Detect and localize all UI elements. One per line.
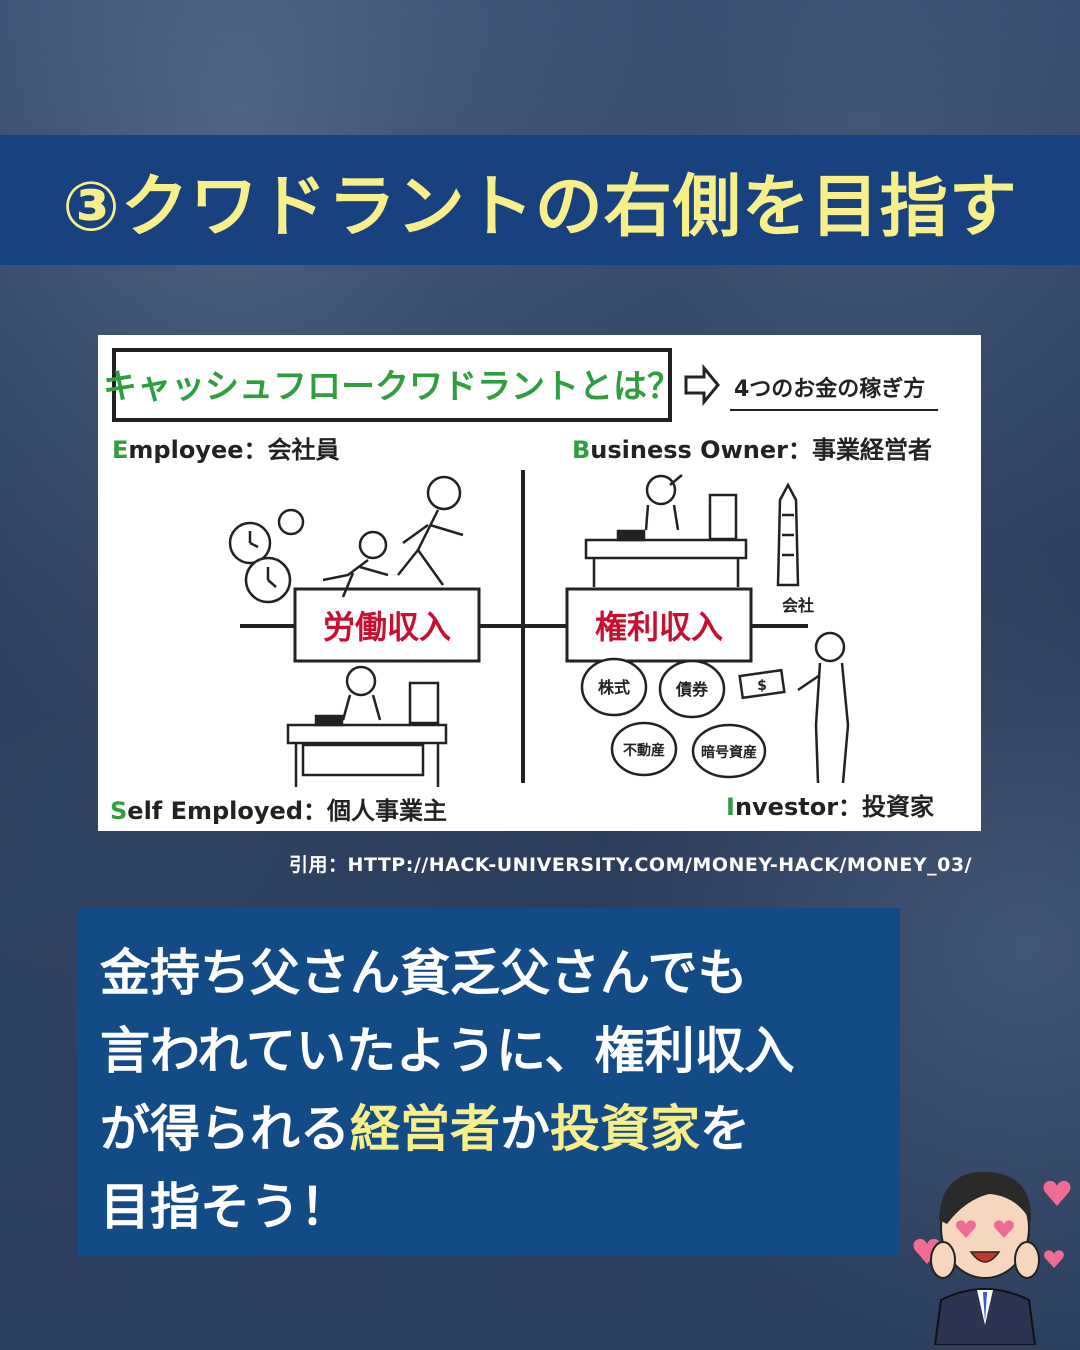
heading-box (112, 348, 672, 422)
asset-crypto-label: 暗号資産 (701, 744, 757, 761)
message-text: を (700, 1100, 750, 1158)
message-text: が得られる (100, 1100, 350, 1158)
heart-icon (1044, 1250, 1064, 1268)
quadrant-figure: キャッシュフロークワドラントとは？ 4つのお金の稼ぎ方 Employee：会社員… (98, 335, 981, 831)
self-employed-illustration (286, 665, 448, 787)
asset-circle-bond (658, 659, 726, 719)
asset-realestate-label: 不動産 (623, 742, 665, 759)
heart-icon (1043, 1180, 1071, 1206)
message-line-1: 金持ち父さん貧乏父さんでも (100, 944, 748, 1002)
title-band: ③クワドラントの右側を目指す (0, 135, 1080, 265)
message-box: 金持ち父さん貧乏父さんでも 言われていたように、権利収入 が得られる経営者か投資… (78, 908, 900, 1256)
message-line-2: 言われていたように、権利収入 (100, 1022, 795, 1080)
arrow-icon (684, 363, 720, 407)
figure-heading: キャッシュフロークワドラントとは？ (103, 367, 681, 407)
quadrant-diagram: キャッシュフロークワドラントとは？ 4つのお金の稼ぎ方 Employee：会社員… (103, 348, 938, 825)
dollar-bill-icon: $ (757, 678, 767, 694)
highlight-business-owner: 経営者 (350, 1100, 500, 1158)
citation: 引用：HTTP://HACK-UNIVERSITY.COM/MONEY-HACK… (289, 854, 972, 876)
employee-illustration (228, 475, 464, 604)
message-line-3: が得られる経営者か投資家を (100, 1090, 880, 1168)
asset-bond-label: 債券 (675, 680, 709, 699)
figure-subheading: 4つのお金の稼ぎ方 (734, 376, 925, 402)
asset-circle-crypto (691, 723, 767, 779)
asset-circle-realestate (610, 721, 678, 777)
highlight-investor: 投資家 (550, 1100, 700, 1158)
asset-circle-stock (580, 657, 648, 717)
quadrant-label-business-owner: Business Owner：事業経営者 (572, 436, 932, 464)
quadrant-label-employee: Employee：会社員 (112, 436, 340, 464)
quadrant-label-investor: Investor：投資家 (726, 793, 934, 821)
page-title: ③クワドラントの右側を目指す (62, 167, 1018, 247)
quadrant-label-self-employed: Self Employed：個人事業主 (110, 797, 447, 825)
business-owner-illustration (584, 474, 800, 587)
investor-illustration (738, 631, 850, 784)
mascot-character (913, 1171, 1071, 1345)
asset-stock-label: 株式 (598, 678, 630, 697)
heart-eye-icon (994, 1220, 1014, 1238)
heart-eye-icon (956, 1220, 976, 1238)
labor-income-label: 労働収入 (323, 608, 451, 646)
company-label: 会社 (782, 596, 814, 615)
heart-icon (913, 1238, 941, 1264)
rights-income-box (565, 587, 753, 663)
message-line-4: 目指そう！ (100, 1178, 350, 1236)
rights-income-label: 権利収入 (595, 608, 723, 646)
asset-circles: 株式 債券 不動産 暗号資産 (580, 657, 767, 779)
message-text: か (500, 1100, 550, 1158)
labor-income-box (293, 587, 481, 663)
